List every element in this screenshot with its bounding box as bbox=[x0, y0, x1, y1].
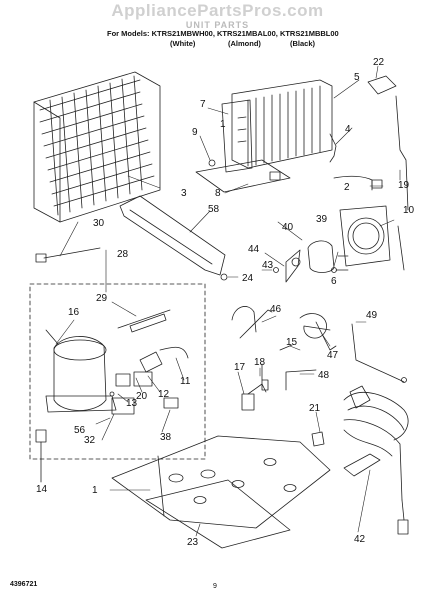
callout-32: 32 bbox=[84, 435, 96, 446]
callout-58: 58 bbox=[208, 204, 220, 215]
callout-28: 28 bbox=[117, 249, 129, 260]
watermark: AppliancePartsPros.com bbox=[111, 1, 324, 20]
thermostat-wiring bbox=[333, 95, 409, 271]
refrigerant-tubing bbox=[231, 306, 407, 391]
callout-22: 22 bbox=[373, 57, 385, 68]
callout-29: 29 bbox=[96, 293, 108, 304]
callout-1-lower: 1 bbox=[92, 485, 98, 496]
color-black-label: (Black) bbox=[290, 39, 316, 48]
condenser-coil bbox=[33, 71, 161, 223]
callout-5: 5 bbox=[354, 72, 360, 83]
leader-lines bbox=[55, 65, 401, 537]
mounting-grommets bbox=[35, 429, 47, 483]
document-number: 4396721 bbox=[10, 581, 38, 588]
callout-13: 13 bbox=[126, 398, 138, 409]
callout-labels: 22 7 5 9 1 4 3 8 58 2 19 39 30 10 40 44 … bbox=[36, 57, 415, 548]
callout-47: 47 bbox=[327, 350, 339, 361]
callout-48: 48 bbox=[318, 370, 330, 381]
callout-2: 2 bbox=[344, 182, 350, 193]
evaporator-assembly bbox=[195, 79, 337, 193]
callout-17: 17 bbox=[234, 362, 246, 373]
callout-21: 21 bbox=[309, 403, 321, 414]
callout-8: 8 bbox=[215, 188, 221, 199]
callout-24: 24 bbox=[242, 273, 254, 284]
callout-23: 23 bbox=[187, 537, 199, 548]
callout-40: 40 bbox=[282, 222, 294, 233]
callout-49: 49 bbox=[366, 310, 378, 321]
drain-trough bbox=[119, 195, 226, 276]
page-number: 9 bbox=[213, 583, 217, 590]
model-list: For Models: KTRS21MBWH00, KTRS21MBAL00, … bbox=[107, 29, 339, 38]
callout-11: 11 bbox=[180, 376, 191, 387]
start-relay bbox=[109, 346, 189, 415]
rubber-pad bbox=[367, 75, 397, 95]
diagram-title: UNIT PARTS bbox=[185, 20, 250, 30]
main-wire-harness bbox=[343, 385, 409, 535]
filter-dryer bbox=[117, 309, 171, 333]
compressor-kit-box bbox=[29, 283, 206, 460]
wheel-assembly bbox=[241, 363, 325, 447]
wire-harness-small bbox=[35, 247, 101, 263]
bottom-panel bbox=[145, 479, 291, 549]
callout-19: 19 bbox=[398, 180, 410, 191]
base-plate bbox=[111, 435, 331, 529]
callout-4: 4 bbox=[345, 124, 351, 135]
callout-20: 20 bbox=[136, 391, 148, 402]
callout-14: 14 bbox=[36, 484, 48, 495]
callout-16: 16 bbox=[68, 307, 80, 318]
fan-motor bbox=[220, 240, 349, 283]
callout-18: 18 bbox=[254, 357, 266, 368]
compressor bbox=[45, 329, 117, 413]
callout-46: 46 bbox=[270, 304, 282, 315]
callout-6: 6 bbox=[331, 276, 337, 287]
callout-10: 10 bbox=[403, 205, 415, 216]
callout-15: 15 bbox=[286, 337, 298, 348]
callout-39: 39 bbox=[316, 214, 328, 225]
callout-56: 56 bbox=[74, 425, 86, 436]
callout-42: 42 bbox=[354, 534, 366, 545]
callout-7: 7 bbox=[200, 99, 206, 110]
callout-44: 44 bbox=[248, 244, 260, 255]
callout-1-upper: 1 bbox=[220, 119, 226, 130]
callout-30: 30 bbox=[93, 218, 105, 229]
fan-shroud bbox=[339, 205, 391, 267]
color-white-label: (White) bbox=[170, 39, 196, 48]
color-almond-label: (Almond) bbox=[228, 39, 261, 48]
callout-38: 38 bbox=[160, 432, 172, 443]
callout-9: 9 bbox=[192, 127, 198, 138]
callout-3: 3 bbox=[181, 188, 187, 199]
callout-43: 43 bbox=[262, 260, 274, 271]
callout-12: 12 bbox=[158, 389, 170, 400]
